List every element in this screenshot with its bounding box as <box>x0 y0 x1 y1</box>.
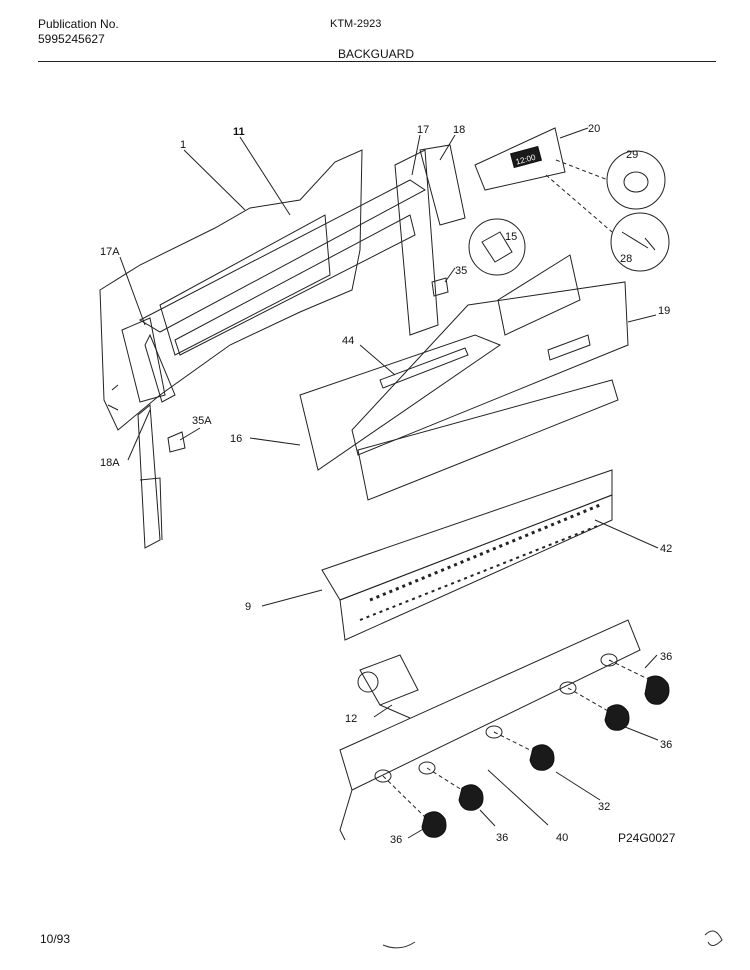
clip-15-callout <box>468 218 526 276</box>
inner-plate-16 <box>299 334 502 471</box>
thermostat-12 <box>359 654 419 706</box>
footer-date: 10/93 <box>40 932 71 946</box>
label-12: 12 <box>345 713 357 725</box>
knob-32 <box>529 744 555 771</box>
label-15: 15 <box>505 231 517 243</box>
model-number: KTM-2923 <box>330 18 382 30</box>
knob-bar-40 <box>339 619 641 791</box>
label-11: 11 <box>233 126 245 138</box>
knob-36-c <box>458 784 484 811</box>
vent-slots <box>359 503 601 621</box>
label-1: 1 <box>180 139 186 151</box>
knob-holes <box>374 653 618 783</box>
main-frame <box>138 179 426 333</box>
knob-36-b <box>604 704 630 731</box>
drawing-number: P24G0027 <box>618 831 676 845</box>
header-rule <box>38 61 716 62</box>
part-labels: 1 11 17 18 20 29 15 28 35 17A 19 44 35A … <box>100 123 672 846</box>
knob-36-d <box>421 811 447 838</box>
control-panel <box>351 281 629 456</box>
label-17: 17 <box>417 124 429 136</box>
label-40: 40 <box>556 832 568 844</box>
knob-36-a <box>644 675 670 705</box>
label-35a: 35A <box>192 415 212 427</box>
end-cap-17a <box>121 317 166 403</box>
knob-29-callout <box>606 150 666 210</box>
label-16: 16 <box>230 433 242 445</box>
clock-module <box>474 127 566 191</box>
label-36-d: 36 <box>496 832 508 844</box>
label-36-c: 36 <box>390 834 402 846</box>
label-29: 29 <box>626 149 638 161</box>
label-36-a: 36 <box>660 651 672 663</box>
label-18: 18 <box>453 124 465 136</box>
rear-panel <box>99 149 363 431</box>
label-20: 20 <box>588 123 600 135</box>
label-35: 35 <box>455 265 467 277</box>
label-44: 44 <box>342 335 354 347</box>
label-42: 42 <box>660 543 672 555</box>
label-18a: 18A <box>100 457 120 469</box>
label-19: 19 <box>658 305 670 317</box>
publication-number: 5995245627 <box>38 32 105 46</box>
label-36-b: 36 <box>660 739 672 751</box>
label-17a: 17A <box>100 246 120 258</box>
shaft-28-callout <box>610 212 670 272</box>
publication-label: Publication No. <box>38 17 119 31</box>
label-9: 9 <box>245 601 251 613</box>
section-title: BACKGUARD <box>338 47 415 61</box>
label-32: 32 <box>598 801 610 813</box>
left-strip-18a <box>137 403 161 549</box>
end-cap-18 <box>419 144 466 226</box>
label-28: 28 <box>620 253 632 265</box>
